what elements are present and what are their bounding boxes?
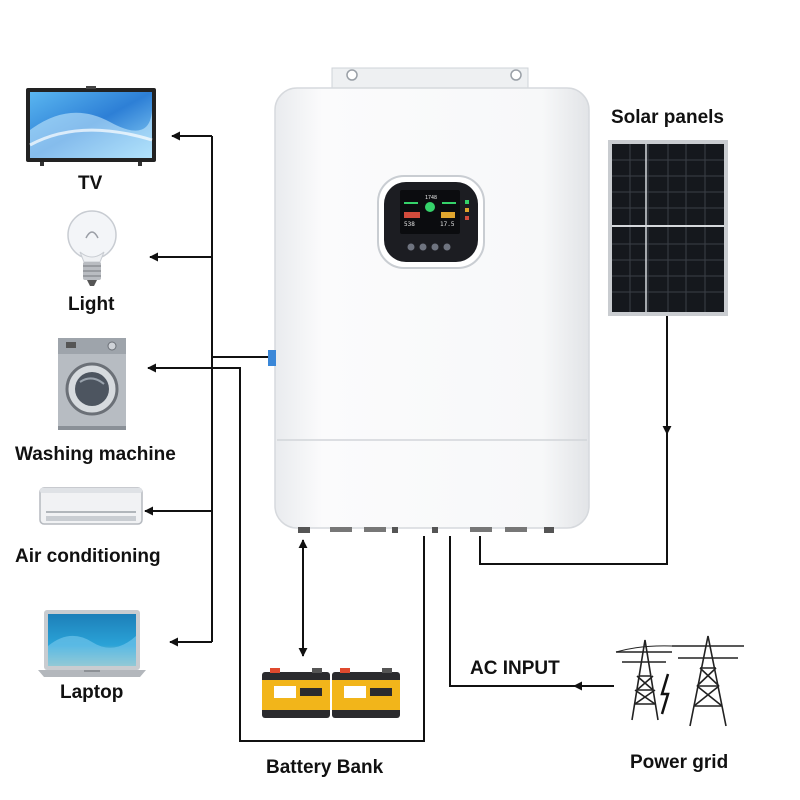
tv-icon — [26, 86, 156, 166]
label-power-grid: Power grid — [630, 752, 729, 773]
solar-panel-icon — [608, 140, 728, 316]
lightning-bolt-icon — [660, 673, 670, 715]
washing-machine-wiring — [147, 363, 425, 742]
display-reading-2: 1748 — [425, 195, 437, 201]
label-laptop: Laptop — [60, 682, 124, 703]
display-reading-3: 17.5 — [440, 221, 455, 228]
air-conditioner-icon — [39, 487, 143, 525]
label-light: Light — [68, 294, 115, 315]
label-solar-panels: Solar panels — [611, 107, 724, 128]
label-ac-input: AC INPUT — [470, 658, 560, 679]
inverter-display-panel — [377, 175, 485, 269]
solar-wiring — [479, 316, 672, 565]
power-grid-tower-icon — [615, 635, 744, 727]
grid-wiring — [449, 536, 614, 691]
label-washing-machine: Washing machine — [15, 444, 176, 465]
light-bulb-icon — [67, 210, 117, 286]
load-output-wiring — [144, 131, 278, 647]
hybrid-inverter — [268, 67, 590, 533]
laptop-icon — [38, 610, 146, 677]
label-battery-bank: Battery Bank — [266, 757, 384, 778]
display-reading-1: 538 — [404, 221, 415, 228]
washing-machine-icon — [58, 338, 126, 430]
label-tv: TV — [78, 173, 103, 194]
label-air-conditioning: Air conditioning — [15, 546, 161, 567]
battery-bank-icon — [262, 668, 400, 718]
